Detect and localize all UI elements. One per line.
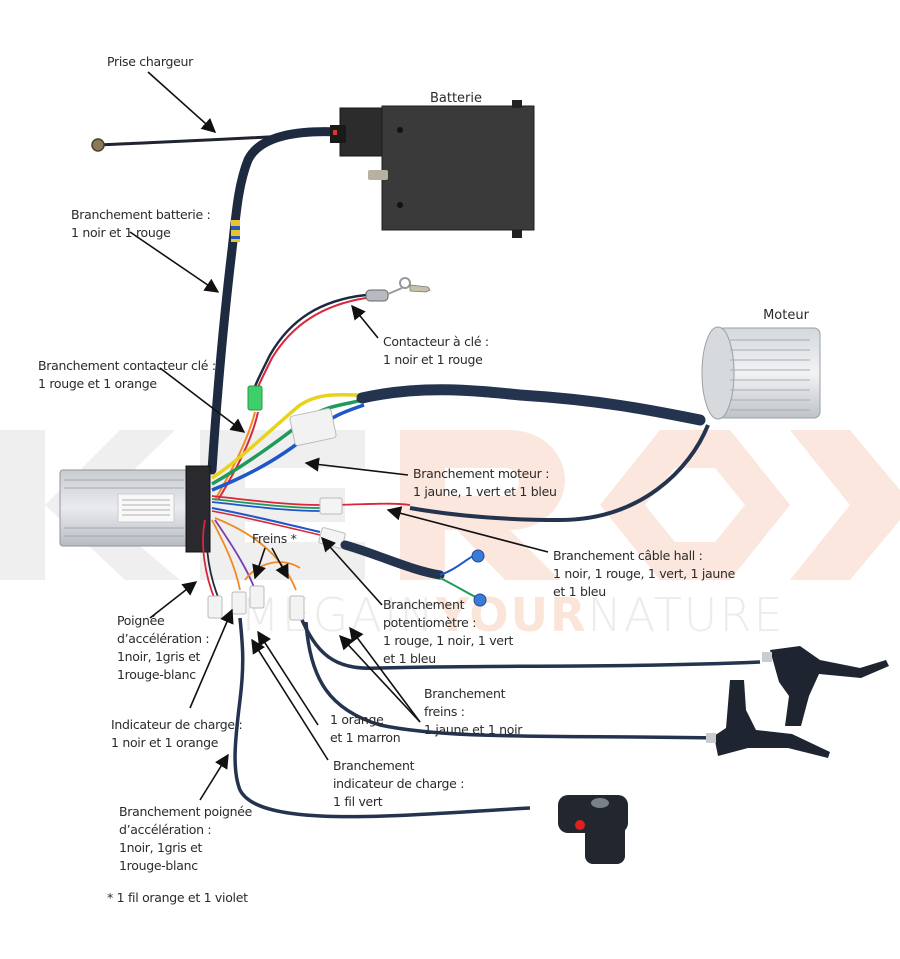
- key-switch-wires: [214, 277, 431, 501]
- throttle-button-icon: [575, 820, 585, 830]
- brake-lever-left: [706, 680, 830, 758]
- throttle-connector: [207, 595, 223, 619]
- throttle-grip: [558, 795, 628, 864]
- battery-cable: [207, 127, 345, 475]
- label-charger-plug: Prise chargeur: [107, 54, 193, 69]
- annotation-arrows: [129, 71, 549, 801]
- label-battery-connection: Branchement batterie : 1 noir et 1 rouge: [71, 207, 211, 240]
- label-footnote: * 1 fil orange et 1 violet: [107, 890, 248, 905]
- battery-label: Batterie: [430, 91, 482, 106]
- label-brakes: Freins *: [252, 531, 297, 546]
- potentiometer-icon-2: [473, 593, 487, 607]
- label-charge-indicator: Indicateur de charge : 1 noir et 1 orang…: [111, 717, 243, 750]
- controller: [59, 465, 211, 553]
- label-key-switch-connection: Branchement contacteur clé : 1 rouge et …: [38, 358, 216, 391]
- potentiometer-icon-1: [471, 549, 485, 563]
- motor: [701, 326, 821, 420]
- motor-connector: [289, 408, 337, 446]
- label-potentiometer: Branchement potentiomètre : 1 rouge, 1 n…: [383, 597, 514, 666]
- motor-label: Moteur: [763, 308, 810, 323]
- motor-phase-wires: [211, 384, 706, 492]
- charge-indicator-connector: [231, 591, 247, 615]
- charger-plug-icon: [91, 138, 105, 152]
- key-icon: [409, 284, 431, 293]
- brake-lever-right: [762, 646, 889, 726]
- watermark-tagline: MEGAINYOURNATURE: [240, 588, 785, 642]
- label-throttle-grip: Poignée d’accélération : 1noir, 1gris et…: [117, 613, 210, 682]
- hall-cable: [211, 424, 710, 523]
- controller-sticker: [117, 493, 175, 523]
- brake-connector-2: [289, 595, 305, 621]
- label-brake-connection: Branchement freins : 1 jaune et 1 noir: [424, 686, 523, 737]
- lower-harness: [202, 517, 761, 819]
- label-hall-cable: Branchement câble hall : 1 noir, 1 rouge…: [553, 548, 735, 599]
- battery-pack: [330, 100, 535, 238]
- label-orange-brown: 1 orange et 1 marron: [330, 712, 401, 745]
- brake-connector-1: [249, 585, 265, 609]
- label-charge-indicator-connection: Branchement indicateur de charge : 1 fil…: [333, 758, 465, 809]
- label-key-switch: Contacteur à clé : 1 noir et 1 rouge: [383, 334, 489, 367]
- key-switch-connector: [247, 385, 263, 411]
- label-motor-connection: Branchement moteur : 1 jaune, 1 vert et …: [413, 466, 557, 499]
- label-throttle-connection: Branchement poignée d’accélération : 1no…: [119, 804, 253, 873]
- key-switch-icon: [365, 289, 389, 302]
- hall-connector: [319, 497, 343, 515]
